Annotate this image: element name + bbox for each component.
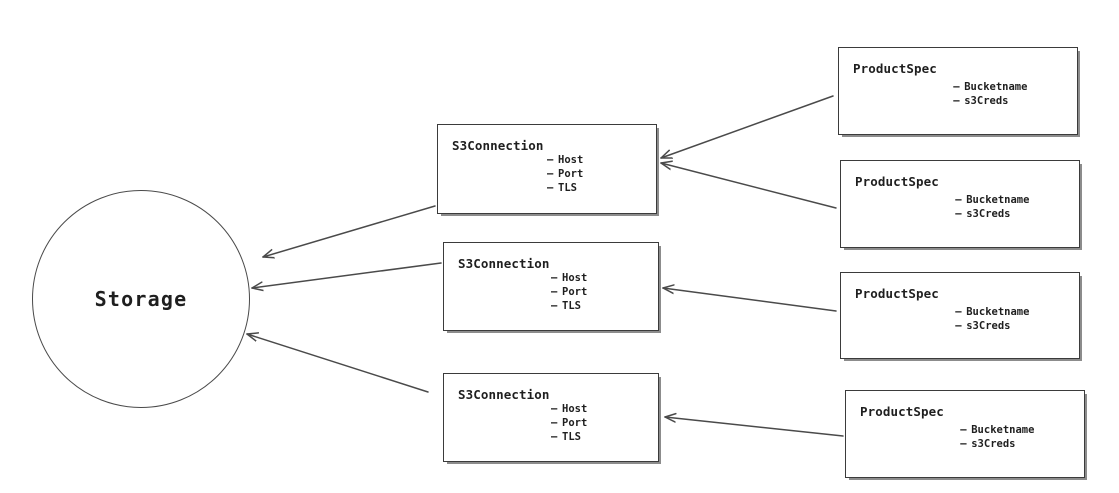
productspec-node-1[interactable]: ProductSpec –Bucketname–s3Creds bbox=[838, 47, 1078, 135]
productspec-node-3[interactable]: ProductSpec –Bucketname–s3Creds bbox=[840, 272, 1080, 359]
s3connection-node-field-label: Host bbox=[562, 403, 588, 415]
productspec-node-field-label: Bucketname bbox=[964, 81, 1028, 93]
edge-spec3-to-conn2 bbox=[662, 288, 837, 312]
productspec-node-field-label: s3Creds bbox=[966, 320, 1011, 332]
s3connection-node-field-list: –Host–Port–TLS bbox=[551, 271, 587, 313]
bullet-dash-icon: – bbox=[953, 95, 960, 107]
s3connection-node-field: –TLS bbox=[551, 299, 587, 313]
productspec-node-field: –s3Creds bbox=[955, 319, 1029, 333]
productspec-node-field-label: s3Creds bbox=[964, 95, 1009, 107]
s3connection-node-field: –Port bbox=[551, 285, 587, 299]
s3connection-node-1[interactable]: S3Connection–Host–Port–TLS bbox=[437, 124, 657, 214]
s3connection-node-3[interactable]: S3Connection–Host–Port–TLS bbox=[443, 373, 659, 462]
s3connection-node-title: S3Connection bbox=[452, 138, 544, 153]
edge-conn1-to-storage bbox=[262, 205, 436, 257]
s3connection-node-field: –Port bbox=[551, 416, 587, 430]
productspec-node-title: ProductSpec bbox=[860, 404, 944, 419]
productspec-node-2[interactable]: ProductSpec –Bucketname–s3Creds bbox=[840, 160, 1080, 248]
productspec-node-field-list: –Bucketname–s3Creds bbox=[960, 423, 1034, 451]
s3connection-node-2[interactable]: S3Connection–Host–Port–TLS bbox=[443, 242, 659, 331]
productspec-node-field: –Bucketname bbox=[953, 80, 1027, 94]
bullet-dash-icon: – bbox=[960, 424, 967, 436]
bullet-dash-icon: – bbox=[547, 154, 554, 166]
edge-spec2-to-conn1 bbox=[660, 163, 837, 209]
s3connection-node-field: –Host bbox=[547, 153, 583, 167]
s3connection-node-field: –Host bbox=[551, 271, 587, 285]
s3connection-node-field: –Port bbox=[547, 167, 583, 181]
edge-conn3-to-storage bbox=[246, 334, 429, 393]
s3connection-node-field-label: TLS bbox=[558, 182, 577, 194]
productspec-node-field: –Bucketname bbox=[955, 305, 1029, 319]
productspec-node-field-label: s3Creds bbox=[966, 208, 1011, 220]
productspec-node-field-label: Bucketname bbox=[966, 194, 1030, 206]
edge-spec1-to-conn1 bbox=[660, 95, 834, 158]
bullet-dash-icon: – bbox=[547, 182, 554, 194]
bullet-dash-icon: – bbox=[551, 286, 558, 298]
s3connection-node-title: S3Connection bbox=[458, 387, 550, 402]
bullet-dash-icon: – bbox=[955, 194, 962, 206]
s3connection-node-field-label: Host bbox=[558, 154, 584, 166]
s3connection-node-field: –TLS bbox=[547, 181, 583, 195]
productspec-node-title: ProductSpec bbox=[853, 61, 937, 76]
productspec-node-field-label: Bucketname bbox=[971, 424, 1035, 436]
edge-conn2-to-storage bbox=[251, 262, 442, 288]
productspec-node-4[interactable]: ProductSpec –Bucketname–s3Creds bbox=[845, 390, 1085, 478]
s3connection-node-field-list: –Host–Port–TLS bbox=[551, 402, 587, 444]
productspec-node-field: –s3Creds bbox=[953, 94, 1027, 108]
bullet-dash-icon: – bbox=[955, 208, 962, 220]
s3connection-node-field: –Host bbox=[551, 402, 587, 416]
productspec-node-field-label: Bucketname bbox=[966, 306, 1030, 318]
productspec-node-field-list: –Bucketname–s3Creds bbox=[953, 80, 1027, 108]
bullet-dash-icon: – bbox=[547, 168, 554, 180]
bullet-dash-icon: – bbox=[551, 300, 558, 312]
productspec-node-title: ProductSpec bbox=[855, 174, 939, 189]
productspec-node-field-list: –Bucketname–s3Creds bbox=[955, 305, 1029, 333]
bullet-dash-icon: – bbox=[551, 431, 558, 443]
s3connection-node-field: –TLS bbox=[551, 430, 587, 444]
productspec-node-field-label: s3Creds bbox=[971, 438, 1016, 450]
bullet-dash-icon: – bbox=[551, 272, 558, 284]
s3connection-node-title: S3Connection bbox=[458, 256, 550, 271]
s3connection-node-field-label: TLS bbox=[562, 300, 581, 312]
s3connection-node-field-label: Port bbox=[558, 168, 584, 180]
bullet-dash-icon: – bbox=[953, 81, 960, 93]
bullet-dash-icon: – bbox=[955, 320, 962, 332]
productspec-node-title: ProductSpec bbox=[855, 286, 939, 301]
bullet-dash-icon: – bbox=[955, 306, 962, 318]
edge-spec4-to-conn3 bbox=[664, 417, 844, 437]
s3connection-node-field-label: Port bbox=[562, 286, 588, 298]
storage-label: Storage bbox=[94, 287, 188, 311]
s3connection-node-field-label: Host bbox=[562, 272, 588, 284]
s3connection-node-field-label: Port bbox=[562, 417, 588, 429]
productspec-node-field: –Bucketname bbox=[960, 423, 1034, 437]
s3connection-node-field-label: TLS bbox=[562, 431, 581, 443]
productspec-node-field: –Bucketname bbox=[955, 193, 1029, 207]
productspec-node-field: –s3Creds bbox=[955, 207, 1029, 221]
productspec-node-field: –s3Creds bbox=[960, 437, 1034, 451]
bullet-dash-icon: – bbox=[551, 417, 558, 429]
bullet-dash-icon: – bbox=[960, 438, 967, 450]
s3connection-node-field-list: –Host–Port–TLS bbox=[547, 153, 583, 195]
bullet-dash-icon: – bbox=[551, 403, 558, 415]
storage-node[interactable]: Storage bbox=[32, 190, 250, 408]
productspec-node-field-list: –Bucketname–s3Creds bbox=[955, 193, 1029, 221]
